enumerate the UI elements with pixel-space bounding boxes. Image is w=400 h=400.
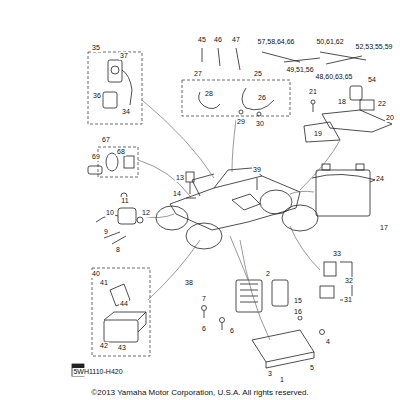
group-frame bbox=[88, 52, 290, 356]
callout-number: 39 bbox=[252, 166, 262, 174]
callout-number: 6 bbox=[229, 327, 235, 335]
wire-lead bbox=[199, 48, 366, 116]
callout-number: 12 bbox=[141, 209, 151, 217]
callout-number: 48,60,63,65 bbox=[315, 73, 354, 81]
main-switch bbox=[103, 60, 132, 108]
callout-number: 31 bbox=[343, 296, 353, 304]
callout-number: 42 bbox=[99, 342, 109, 350]
callout-number: 11 bbox=[120, 197, 129, 205]
callout-number: 8 bbox=[115, 246, 121, 254]
callout-number: 29 bbox=[236, 118, 246, 126]
callout-number: 40 bbox=[91, 270, 101, 278]
callout-number: 16 bbox=[293, 308, 303, 316]
vehicle-outline bbox=[156, 168, 318, 249]
callout-number: 38 bbox=[184, 279, 194, 287]
lamp bbox=[88, 153, 134, 174]
leader-line bbox=[138, 100, 340, 340]
callout-number: 10 bbox=[105, 209, 115, 217]
callout-number: 15 bbox=[293, 297, 303, 305]
callout-number: 30 bbox=[255, 120, 265, 128]
callout-number: 35 bbox=[91, 44, 101, 52]
callout-number: 46 bbox=[213, 36, 223, 44]
ignition-unit bbox=[104, 284, 146, 342]
callout-number: 49,51,56 bbox=[285, 66, 314, 74]
callout-number: 33 bbox=[332, 250, 342, 258]
callout-number: 1 bbox=[279, 376, 285, 384]
callout-number: 18 bbox=[337, 98, 347, 106]
callout-number: 34 bbox=[121, 108, 131, 116]
callout-number: 50,61,62 bbox=[315, 38, 344, 46]
battery bbox=[312, 164, 384, 216]
callout-number: 9 bbox=[103, 228, 109, 236]
callout-number: 27 bbox=[193, 70, 203, 78]
callout-number: 4 bbox=[325, 338, 331, 346]
copyright-caption: ©2013 Yamaha Motor Corporation, U.S.A. A… bbox=[0, 388, 400, 397]
callout-number: 13 bbox=[175, 174, 185, 182]
relay-bracket bbox=[304, 86, 392, 142]
callout-number: 54 bbox=[367, 76, 377, 84]
callout-number: 32 bbox=[344, 277, 354, 285]
callout-number: 37 bbox=[119, 52, 129, 60]
callout-number: 17 bbox=[379, 224, 389, 232]
callout-number: 19 bbox=[313, 130, 323, 138]
callout-number: 6 bbox=[201, 325, 207, 333]
callout-number: 3 bbox=[267, 370, 273, 378]
callout-number: 47 bbox=[231, 36, 241, 44]
callout-number: 25 bbox=[253, 70, 263, 78]
callout-number: 41 bbox=[99, 279, 109, 287]
callout-number: 69 bbox=[91, 153, 101, 161]
callout-number: 24 bbox=[375, 175, 385, 183]
callout-number: 68 bbox=[116, 148, 126, 156]
callout-number: 57,58,64,66 bbox=[257, 38, 296, 46]
callout-number: 2 bbox=[265, 270, 271, 278]
callout-number: 43 bbox=[117, 344, 127, 352]
callout-number: 14 bbox=[172, 190, 182, 198]
callout-number: 21 bbox=[308, 88, 318, 96]
callout-number: 36 bbox=[92, 92, 102, 100]
callout-number: 28 bbox=[204, 90, 214, 98]
callout-number: 44 bbox=[119, 300, 129, 308]
drawing-code: 5WH1110-H420 bbox=[72, 368, 123, 376]
callout-number: 45 bbox=[197, 36, 207, 44]
callout-number: 5 bbox=[309, 364, 315, 372]
callout-number: 26 bbox=[257, 94, 267, 102]
callout-number: 22 bbox=[377, 100, 387, 108]
callout-number: 52,53,55,59 bbox=[355, 43, 394, 51]
callout-number: 20 bbox=[385, 114, 395, 122]
callout-number: 67 bbox=[101, 136, 111, 144]
sensor-group bbox=[96, 193, 143, 244]
connector-part bbox=[186, 172, 257, 198]
callout-number: 7 bbox=[201, 295, 207, 303]
